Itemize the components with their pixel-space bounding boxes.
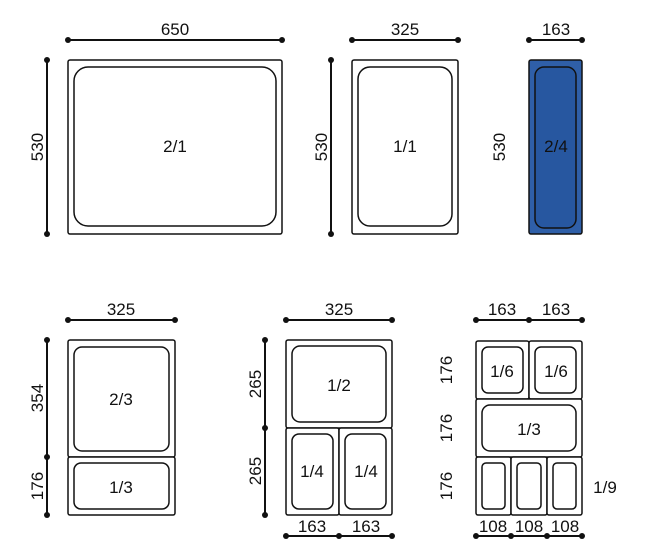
pan-ninth-label: 1/9 bbox=[593, 478, 617, 497]
width-value: 325 bbox=[391, 20, 419, 39]
pan-half-label: 1/2 bbox=[327, 376, 351, 395]
height-value-bottom: 265 bbox=[246, 457, 265, 485]
height-value-3: 176 bbox=[437, 472, 456, 500]
height-value-2: 176 bbox=[437, 414, 456, 442]
width-value-right: 163 bbox=[542, 300, 570, 319]
set-half-quarters: 325 265 265 1/2 1/4 1/4 163 163 bbox=[246, 300, 395, 539]
height-value-bottom: 176 bbox=[28, 472, 47, 500]
width-value-1: 108 bbox=[479, 517, 507, 536]
pan-1-1: 325 530 1/1 bbox=[312, 20, 461, 237]
pan-2-4-highlighted: 163 530 2/4 bbox=[490, 20, 585, 235]
pan-label: 1/1 bbox=[393, 137, 417, 156]
pan-ninth-1-well bbox=[481, 462, 506, 510]
pan-quarter-left-well bbox=[291, 433, 334, 510]
pan-sixth-right-well bbox=[534, 346, 577, 394]
pan-outline bbox=[351, 59, 459, 235]
pan-half-well bbox=[291, 345, 387, 423]
pan-well bbox=[357, 66, 453, 227]
width-value: 325 bbox=[107, 300, 135, 319]
height-value: 530 bbox=[312, 133, 331, 161]
pan-one-third-outline bbox=[67, 456, 176, 516]
width-value-2: 108 bbox=[515, 517, 543, 536]
pan-quarter-right-well bbox=[344, 433, 387, 510]
pan-two-thirds-well bbox=[73, 346, 170, 452]
pan-label: 2/1 bbox=[163, 137, 187, 156]
width-value: 163 bbox=[542, 20, 570, 39]
width-value-left: 163 bbox=[488, 300, 516, 319]
height-value-top: 354 bbox=[28, 384, 47, 412]
pan-ninth-2-well bbox=[516, 462, 542, 510]
set-sixths-ninths: 163 163 176 176 176 1/6 1/6 1/3 1/9 108 … bbox=[437, 300, 617, 539]
pan-sixth-left-label: 1/6 bbox=[490, 362, 514, 381]
pan-outline bbox=[67, 59, 283, 235]
pan-third-label: 1/3 bbox=[517, 420, 541, 439]
height-value-top: 265 bbox=[246, 370, 265, 398]
pan-quarter-right-outline bbox=[338, 427, 393, 516]
width-value-3: 108 bbox=[551, 517, 579, 536]
pan-two-thirds-label: 2/3 bbox=[109, 390, 133, 409]
width-value: 650 bbox=[161, 20, 189, 39]
pan-2-1: 650 530 2/1 bbox=[28, 20, 285, 237]
pan-sixth-left-well bbox=[481, 346, 524, 394]
height-value-1: 176 bbox=[437, 356, 456, 384]
width-value-left: 163 bbox=[298, 517, 326, 536]
set-two-thirds-one-third: 325 354 176 2/3 1/3 bbox=[28, 300, 178, 518]
pan-well bbox=[534, 66, 577, 229]
pan-sixth-right-label: 1/6 bbox=[544, 362, 568, 381]
pan-quarter-right-label: 1/4 bbox=[354, 462, 378, 481]
pan-third-well bbox=[481, 404, 577, 452]
height-value: 530 bbox=[490, 133, 509, 161]
pan-one-third-well bbox=[73, 462, 170, 510]
pan-well bbox=[73, 66, 277, 227]
pan-one-third-label: 1/3 bbox=[109, 478, 133, 497]
pan-label: 2/4 bbox=[544, 137, 568, 156]
pan-ninth-3-outline bbox=[546, 456, 583, 516]
pan-ninth-3-well bbox=[552, 462, 577, 510]
pan-quarter-left-label: 1/4 bbox=[300, 462, 324, 481]
height-value: 530 bbox=[28, 133, 47, 161]
width-value: 325 bbox=[325, 300, 353, 319]
width-value-right: 163 bbox=[352, 517, 380, 536]
